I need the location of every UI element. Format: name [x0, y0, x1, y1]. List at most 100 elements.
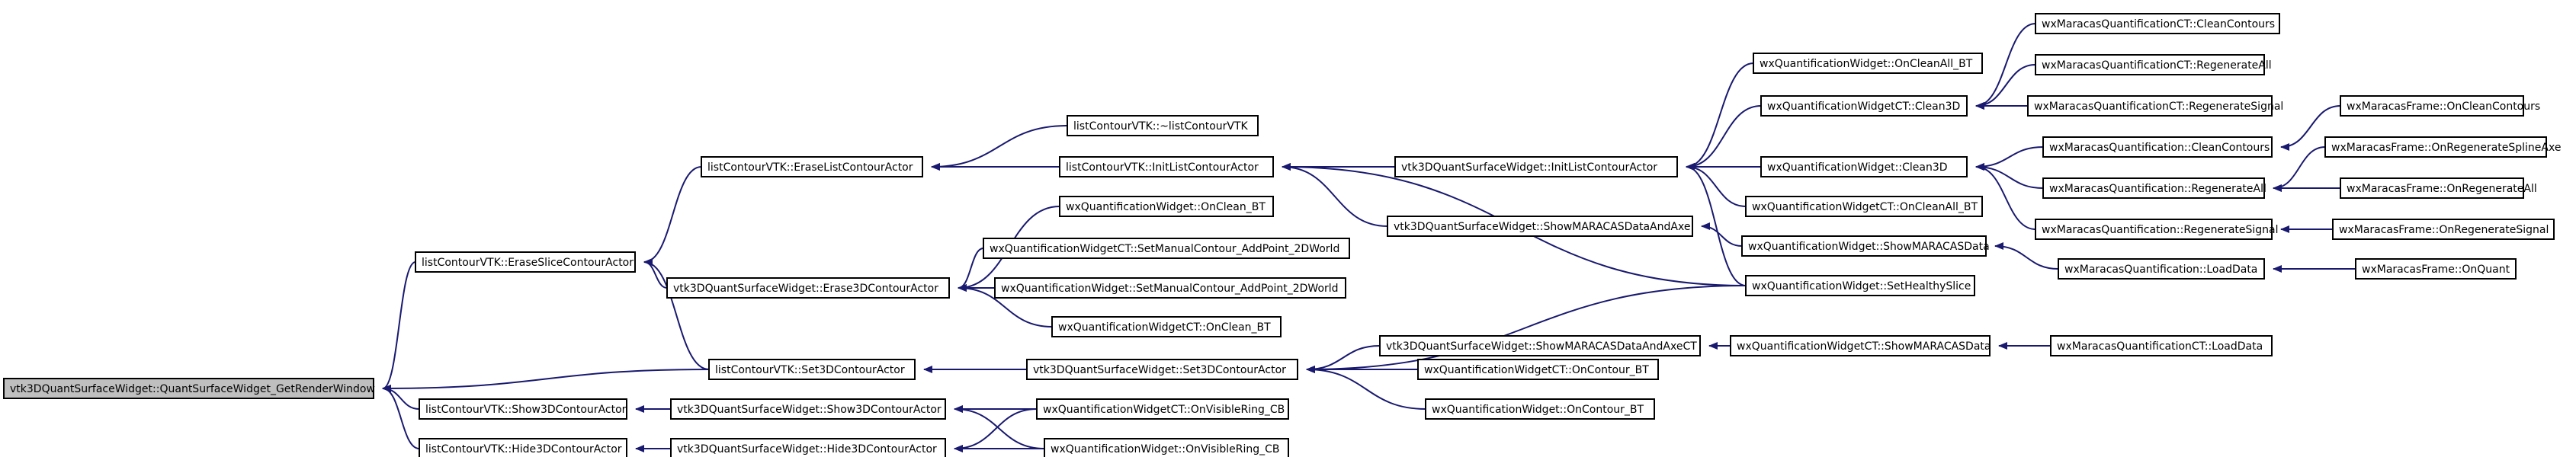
graph-node-box [2058, 258, 2265, 280]
graph-node[interactable]: wxQuantificationWidgetCT::Clean3D [1760, 95, 1968, 117]
graph-node-label: vtk3DQuantSurfaceWidget::QuantSurfaceWid… [10, 383, 375, 395]
graph-node-label: wxQuantificationWidget::OnVisibleRing_CB [1051, 443, 1280, 455]
graph-node[interactable]: wxQuantificationWidget::OnCleanAll_BT [1753, 53, 1983, 74]
graph-node-label: wxQuantificationWidgetCT::OnContour_BT [1424, 364, 1649, 376]
graph-node[interactable]: wxMaracasQuantification::CleanContours [2042, 136, 2273, 158]
graph-node[interactable]: vtk3DQuantSurfaceWidget::Show3DContourAc… [670, 398, 946, 420]
graph-node-box [2340, 177, 2524, 199]
graph-node[interactable]: wxMaracasFrame::OnQuant [2355, 258, 2517, 280]
graph-node[interactable]: wxQuantificationWidgetCT::OnVisibleRing_… [1036, 398, 1289, 420]
graph-node[interactable]: wxQuantificationWidget::OnContour_BT [1425, 398, 1655, 420]
graph-node[interactable]: vtk3DQuantSurfaceWidget::ShowMARACASData… [1379, 335, 1701, 356]
graph-node-label: vtk3DQuantSurfaceWidget::Show3DContourAc… [677, 404, 942, 416]
graph-node-label: wxQuantificationWidgetCT::SetManualConto… [990, 243, 1339, 255]
graph-node-box [1730, 335, 1991, 356]
graph-node-box [670, 438, 946, 457]
graph-node-label: wxQuantificationWidgetCT::ShowMARACASDat… [1737, 340, 1991, 353]
graph-node-label: wxQuantificationWidget::Clean3D [1767, 161, 1948, 174]
graph-node-box [2050, 335, 2273, 356]
graph-node[interactable]: vtk3DQuantSurfaceWidget::Erase3DContourA… [666, 277, 950, 299]
edge-n0-n2 [382, 369, 710, 392]
graph-node[interactable]: wxQuantificationWidgetCT::OnContour_BT [1417, 359, 1659, 380]
graph-node-box [994, 277, 1346, 299]
edge-n0-n1 [382, 261, 416, 392]
graph-node-box [1026, 359, 1298, 380]
edge-n7-n20 [1306, 345, 1381, 373]
graph-node[interactable]: vtk3DQuantSurfaceWidget::Hide3DContourAc… [670, 438, 946, 457]
graph-node[interactable]: wxQuantificationWidgetCT::OnClean_BT [1051, 316, 1282, 337]
graph-node[interactable]: wxMaracasQuantification::LoadData [2058, 258, 2265, 280]
graph-node[interactable]: wxQuantificationWidgetCT::SetManualConto… [983, 238, 1350, 259]
edge-n8-n17 [954, 405, 1045, 449]
graph-node-label: wxMaracasQuantificationCT::CleanContours [2042, 18, 2275, 30]
graph-node[interactable]: vtk3DQuantSurfaceWidget::InitListContour… [1394, 156, 1678, 177]
graph-node-label: wxMaracasQuantification::RegenerateAll [2049, 183, 2266, 195]
graph-node[interactable]: wxMaracasQuantificationCT::CleanContours [2035, 13, 2280, 34]
graph-node[interactable]: wxMaracasQuantificationCT::RegenerateSig… [2027, 95, 2283, 117]
graph-node[interactable]: wxQuantificationWidget::Clean3D [1760, 156, 1968, 177]
graph-node[interactable]: listContourVTK::InitListContourActor [1059, 156, 1274, 177]
graph-node[interactable]: vtk3DQuantSurfaceWidget::QuantSurfaceWid… [3, 378, 375, 399]
graph-node-box [1067, 115, 1259, 136]
edge-n27-n36 [1994, 242, 2059, 270]
graph-node[interactable]: wxMaracasFrame::OnRegenerateAll [2340, 177, 2537, 199]
graph-node-label: wxMaracasQuantification::LoadData [2064, 264, 2257, 276]
edge-n34-n39 [2273, 146, 2326, 192]
graph-node[interactable]: wxMaracasQuantification::RegenerateSigna… [2035, 219, 2279, 240]
edges [382, 23, 2356, 452]
graph-node[interactable]: wxQuantificationWidgetCT::ShowMARACASDat… [1730, 335, 1991, 356]
edge-n11-n19 [1282, 163, 1388, 227]
graph-node[interactable]: listContourVTK::Hide3DContourActor [419, 438, 627, 457]
graph-node-box [2332, 219, 2555, 240]
graph-node-box [1745, 275, 1975, 296]
graph-node-label: wxQuantificationWidget::OnClean_BT [1066, 201, 1266, 213]
graph-node-box [1745, 196, 1983, 217]
graph-node-box [1059, 156, 1274, 177]
graph-node-label: wxQuantificationWidget::SetManualContour… [1001, 283, 1339, 295]
graph-node[interactable]: wxMaracasQuantificationCT::RegenerateAll [2035, 54, 2272, 75]
graph-node[interactable]: wxMaracasFrame::OnCleanContours [2340, 95, 2540, 117]
edge-n1-n6 [643, 258, 668, 289]
graph-node-label: wxQuantificationWidgetCT::OnVisibleRing_… [1043, 404, 1285, 416]
edge-n0-n4 [382, 385, 420, 449]
nodes: vtk3DQuantSurfaceWidget::QuantSurfaceWid… [3, 13, 2561, 457]
edge-n25-n35 [1975, 163, 2036, 230]
graph-node[interactable]: wxQuantificationWidget::SetHealthySlice [1745, 275, 1975, 296]
edge-n18-n28 [1686, 163, 1747, 286]
graph-node-box [1760, 156, 1968, 177]
graph-node-box [2042, 136, 2273, 158]
graph-node-label: wxQuantificationWidget::ShowMARACASData [1748, 241, 1990, 253]
graph-node[interactable]: listContourVTK::EraseSliceContourActor [415, 251, 636, 273]
graph-node-label: wxQuantificationWidgetCT::OnClean_BT [1058, 321, 1271, 334]
graph-node-label: wxQuantificationWidgetCT::OnCleanAll_BT [1752, 201, 1978, 213]
graph-node-box [701, 156, 923, 177]
graph-node[interactable]: listContourVTK::Set3DContourActor [708, 359, 916, 380]
graph-node[interactable]: wxMaracasFrame::OnRegenerateSignal [2332, 219, 2555, 240]
graph-node[interactable]: vtk3DQuantSurfaceWidget::ShowMARACASData… [1387, 216, 1693, 237]
graph-node[interactable]: vtk3DQuantSurfaceWidget::Set3DContourAct… [1026, 359, 1298, 380]
edge-n25-n34 [1975, 163, 2044, 189]
graph-node[interactable]: listContourVTK::~listContourVTK [1067, 115, 1259, 136]
graph-node-label: vtk3DQuantSurfaceWidget::ShowMARACASData… [1394, 221, 1690, 233]
graph-node-box [2035, 219, 2273, 240]
graph-node[interactable]: wxQuantificationWidget::SetManualContour… [994, 277, 1346, 299]
graph-node[interactable]: listContourVTK::EraseListContourActor [701, 156, 923, 177]
graph-node-box [2035, 13, 2280, 34]
graph-node-box [2027, 95, 2273, 117]
graph-node[interactable]: wxMaracasQuantification::RegenerateAll [2042, 177, 2266, 199]
graph-node[interactable]: listContourVTK::Show3DContourActor [419, 398, 627, 420]
graph-node[interactable]: wxQuantificationWidgetCT::OnCleanAll_BT [1745, 196, 1983, 217]
graph-node-label: listContourVTK::EraseListContourActor [707, 161, 913, 174]
graph-node-box [1741, 235, 1987, 257]
edge-n1-n2 [643, 258, 710, 370]
graph-node-box [1417, 359, 1659, 380]
graph-node-label: wxMaracasFrame::OnRegenerateSplineAxe [2331, 142, 2561, 154]
graph-node[interactable]: wxMaracasQuantificationCT::LoadData [2050, 335, 2273, 356]
graph-node-box [3, 378, 374, 399]
graph-node[interactable]: wxQuantificationWidget::OnVisibleRing_CB [1044, 438, 1289, 457]
graph-node[interactable]: wxMaracasFrame::OnRegenerateSplineAxe [2324, 136, 2561, 158]
graph-node[interactable]: wxQuantificationWidget::ShowMARACASData [1741, 235, 1990, 257]
graph-node-box [1753, 53, 1983, 74]
graph-node[interactable]: wxQuantificationWidget::OnClean_BT [1059, 196, 1274, 217]
